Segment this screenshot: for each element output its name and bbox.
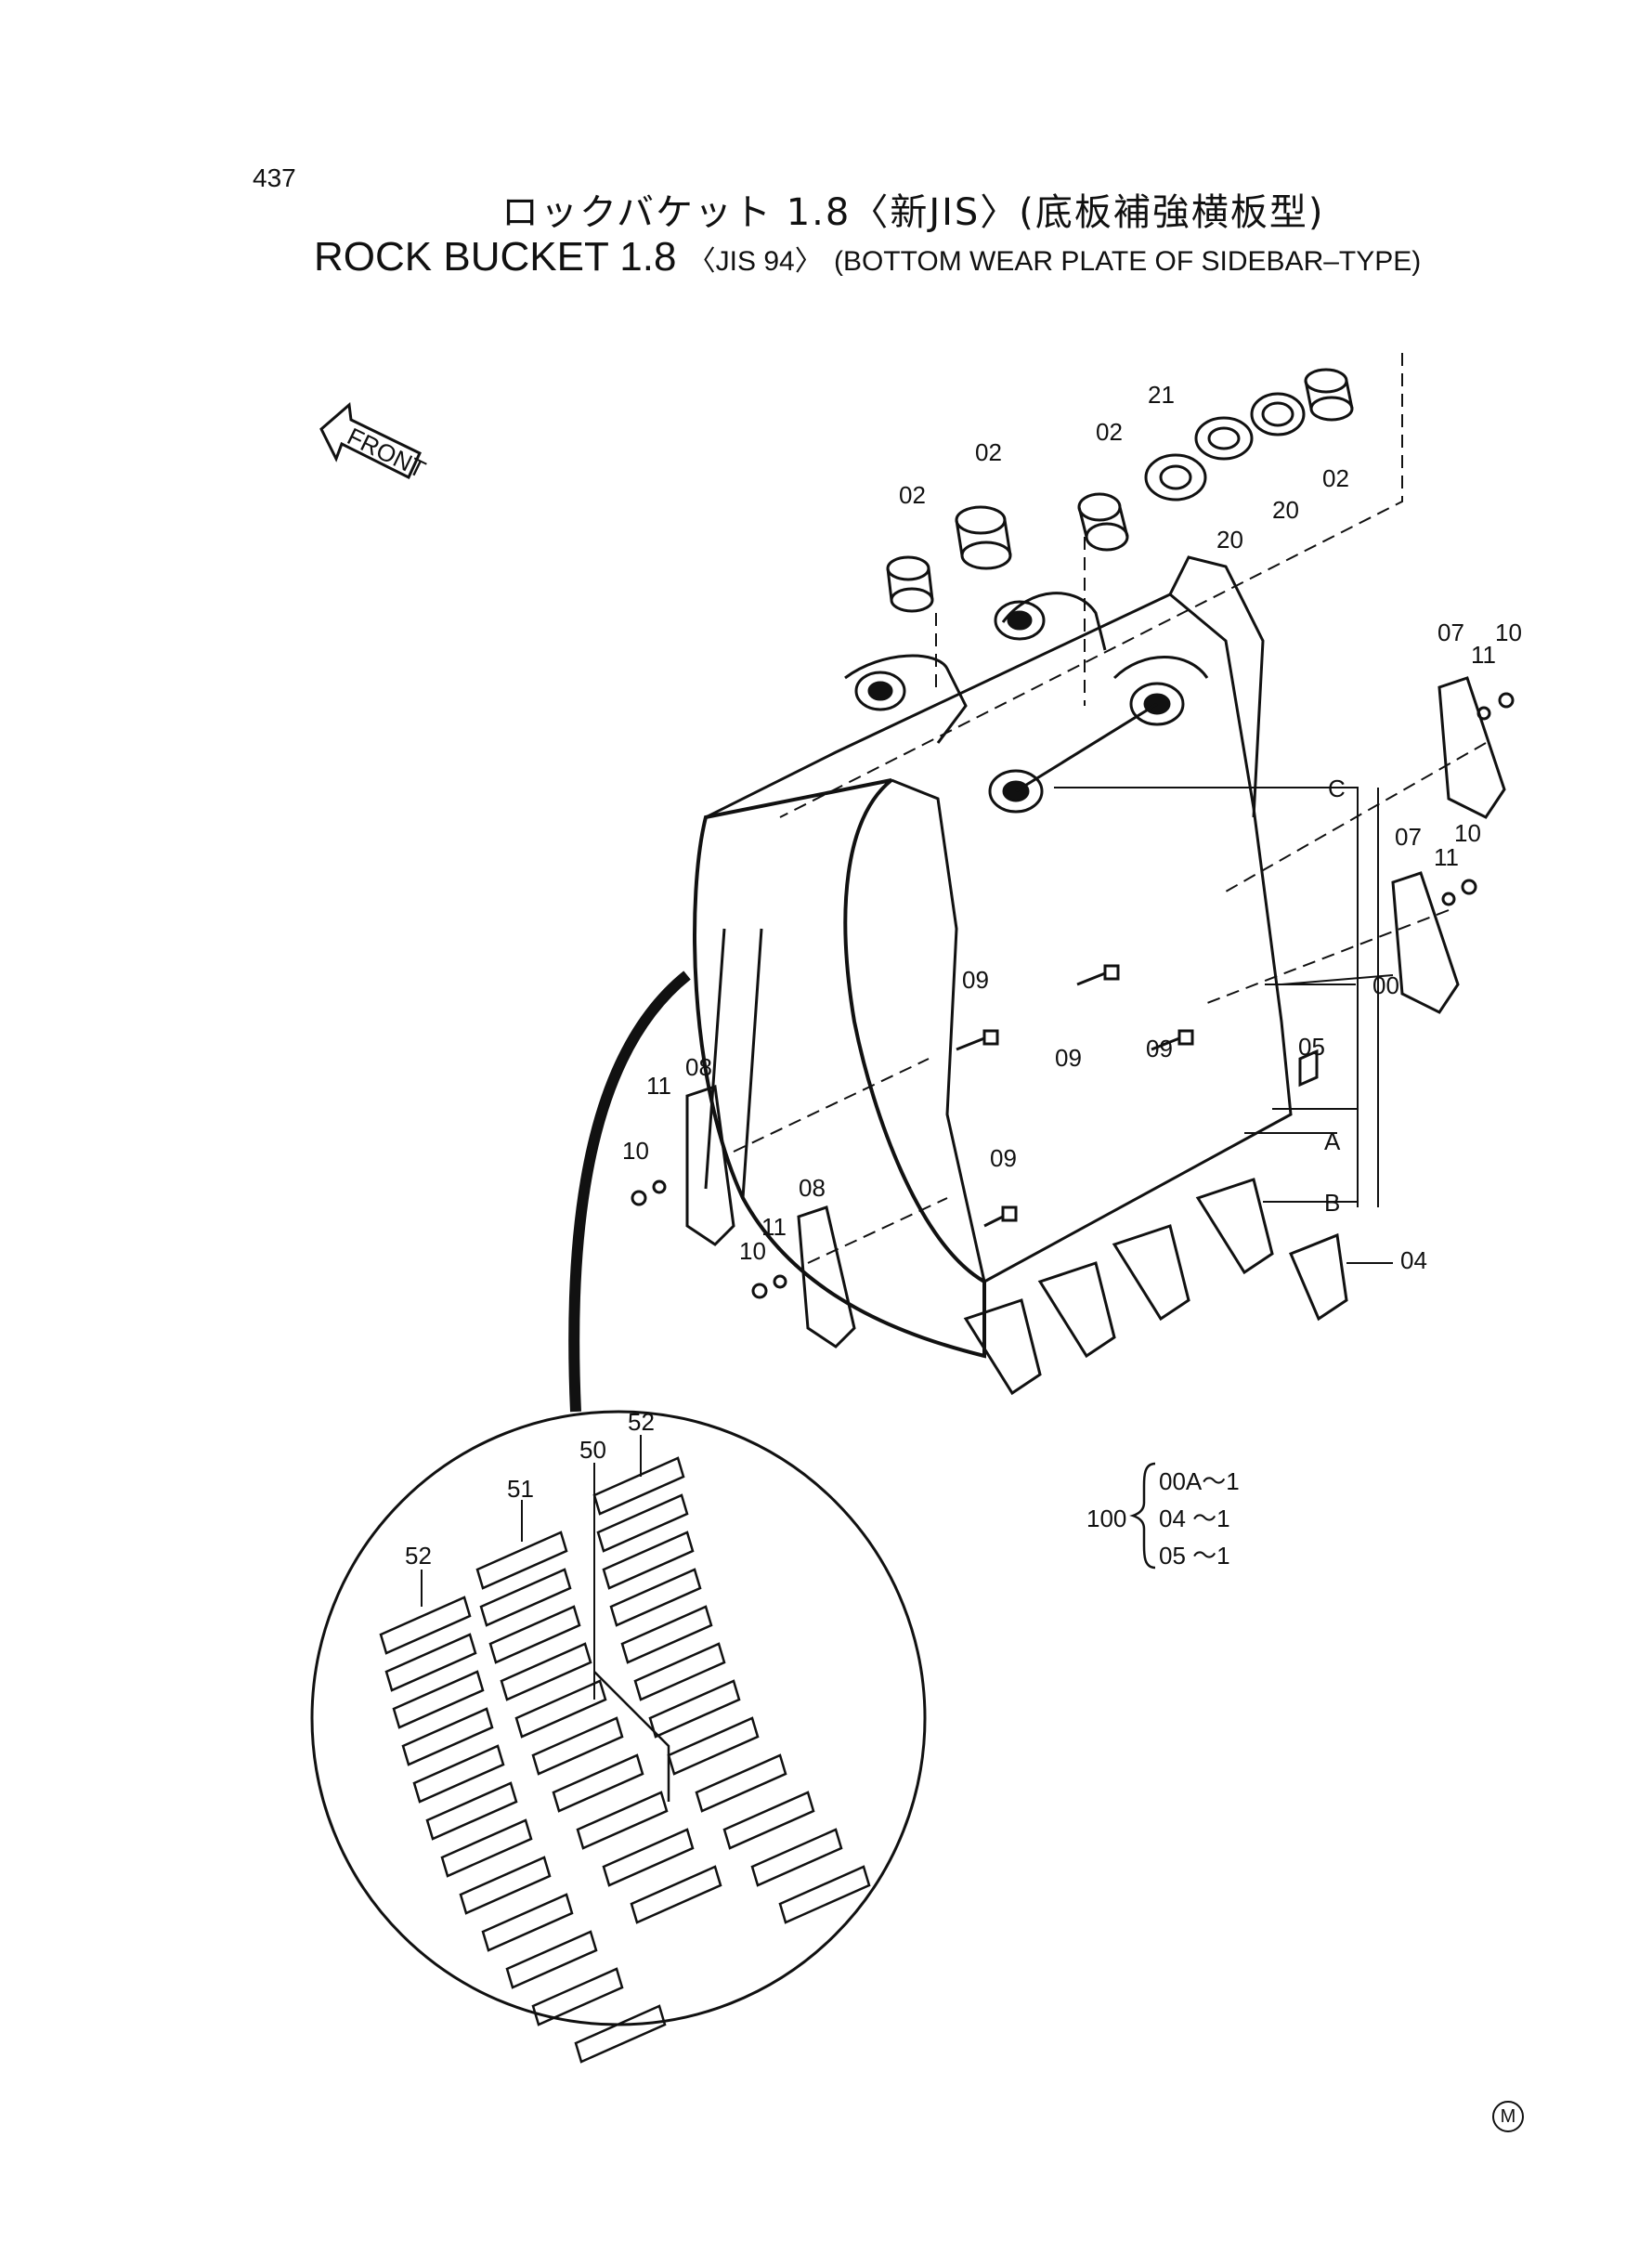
label-52-b: 52 <box>405 1542 432 1570</box>
label-10-c: 10 <box>622 1137 649 1165</box>
bushing-far-right <box>1304 368 1354 422</box>
detail-circle <box>310 1410 927 2064</box>
label-10-b: 10 <box>1454 819 1481 847</box>
label-02-a: 02 <box>899 481 926 509</box>
washer-21 <box>1144 453 1207 502</box>
label-c: C <box>1328 775 1346 802</box>
label-05: 05 <box>1298 1033 1325 1061</box>
label-52-a: 52 <box>628 1408 655 1436</box>
wear-plates <box>379 1456 871 2064</box>
label-10-d: 10 <box>739 1237 766 1265</box>
label-50: 50 <box>579 1436 606 1464</box>
pin-05 <box>1298 1049 1319 1088</box>
label-00: 00 <box>1372 971 1399 999</box>
title-subtitle: (BOTTOM WEAR PLATE OF SIDEBAR–TYPE) <box>833 246 1422 277</box>
label-11-b: 11 <box>1434 843 1459 871</box>
label-07-a: 07 <box>1437 619 1464 646</box>
bushing-top-left <box>886 555 934 613</box>
label-09-d: 09 <box>990 1144 1017 1172</box>
kit-item-3: 05 ～1 <box>1159 1542 1230 1570</box>
nuts-10-washers-11 <box>631 692 1515 1299</box>
washer-20a <box>1194 416 1254 461</box>
corner-mark: M <box>1492 2101 1524 2132</box>
leader-lines <box>1054 787 1394 1264</box>
label-10-a: 10 <box>1495 619 1522 646</box>
detail-callout <box>568 971 691 1413</box>
center-lines <box>733 353 1487 1264</box>
label-09-b: 09 <box>1055 1044 1082 1072</box>
side-cutter-07-upper <box>1437 676 1506 819</box>
kit-brace <box>1129 1462 1156 1570</box>
front-arrow-icon <box>319 402 422 480</box>
kit-item-2: 04 ～1 <box>1159 1505 1230 1532</box>
bucket-body <box>693 555 1293 1359</box>
label-b: B <box>1324 1189 1340 1217</box>
title-japanese: ロックバケット 1.8〈新JIS〉(底板補強横板型) <box>501 191 1325 234</box>
label-04: 04 <box>1400 1246 1427 1274</box>
kit-item-1: 00A～1 <box>1159 1467 1240 1495</box>
label-07-b: 07 <box>1395 823 1422 851</box>
label-02-c: 02 <box>1096 418 1123 446</box>
bucket-teeth <box>963 1178 1348 1396</box>
label-09-a: 09 <box>962 966 989 994</box>
kit-number: 100 <box>1086 1505 1126 1532</box>
tooth-04 <box>1289 1232 1348 1322</box>
bolts-09 <box>956 964 1194 1228</box>
bushing-top-mid <box>955 505 1012 570</box>
side-cutter-08-lower <box>797 1205 856 1348</box>
title-main: ROCK BUCKET 1.8 <box>314 234 677 280</box>
label-20-a: 20 <box>1216 526 1243 554</box>
label-02-b: 02 <box>975 438 1002 466</box>
label-08-b: 08 <box>799 1174 826 1202</box>
label-21: 21 <box>1148 381 1175 409</box>
title-jis: 〈JIS 94〉 <box>687 246 823 277</box>
label-09-c: 09 <box>1146 1035 1173 1062</box>
label-11-c: 11 <box>646 1072 671 1100</box>
label-08-a: 08 <box>685 1053 712 1081</box>
label-02-d: 02 <box>1322 464 1349 492</box>
label-51: 51 <box>507 1475 534 1503</box>
label-20-b: 20 <box>1272 496 1299 524</box>
label-a: A <box>1324 1127 1341 1155</box>
bushing-top-right <box>1077 492 1129 552</box>
label-11-a: 11 <box>1471 641 1496 669</box>
title-english: ROCK BUCKET 1.8 〈JIS 94〉 (BOTTOM WEAR PL… <box>314 234 1421 280</box>
front-label: FRONT <box>343 422 430 483</box>
side-cutter-08-upper <box>685 1085 735 1246</box>
washer-20b <box>1250 392 1306 436</box>
page-number: 437 <box>253 163 296 192</box>
label-11-d: 11 <box>761 1213 787 1241</box>
side-cutter-07-lower <box>1391 871 1460 1014</box>
